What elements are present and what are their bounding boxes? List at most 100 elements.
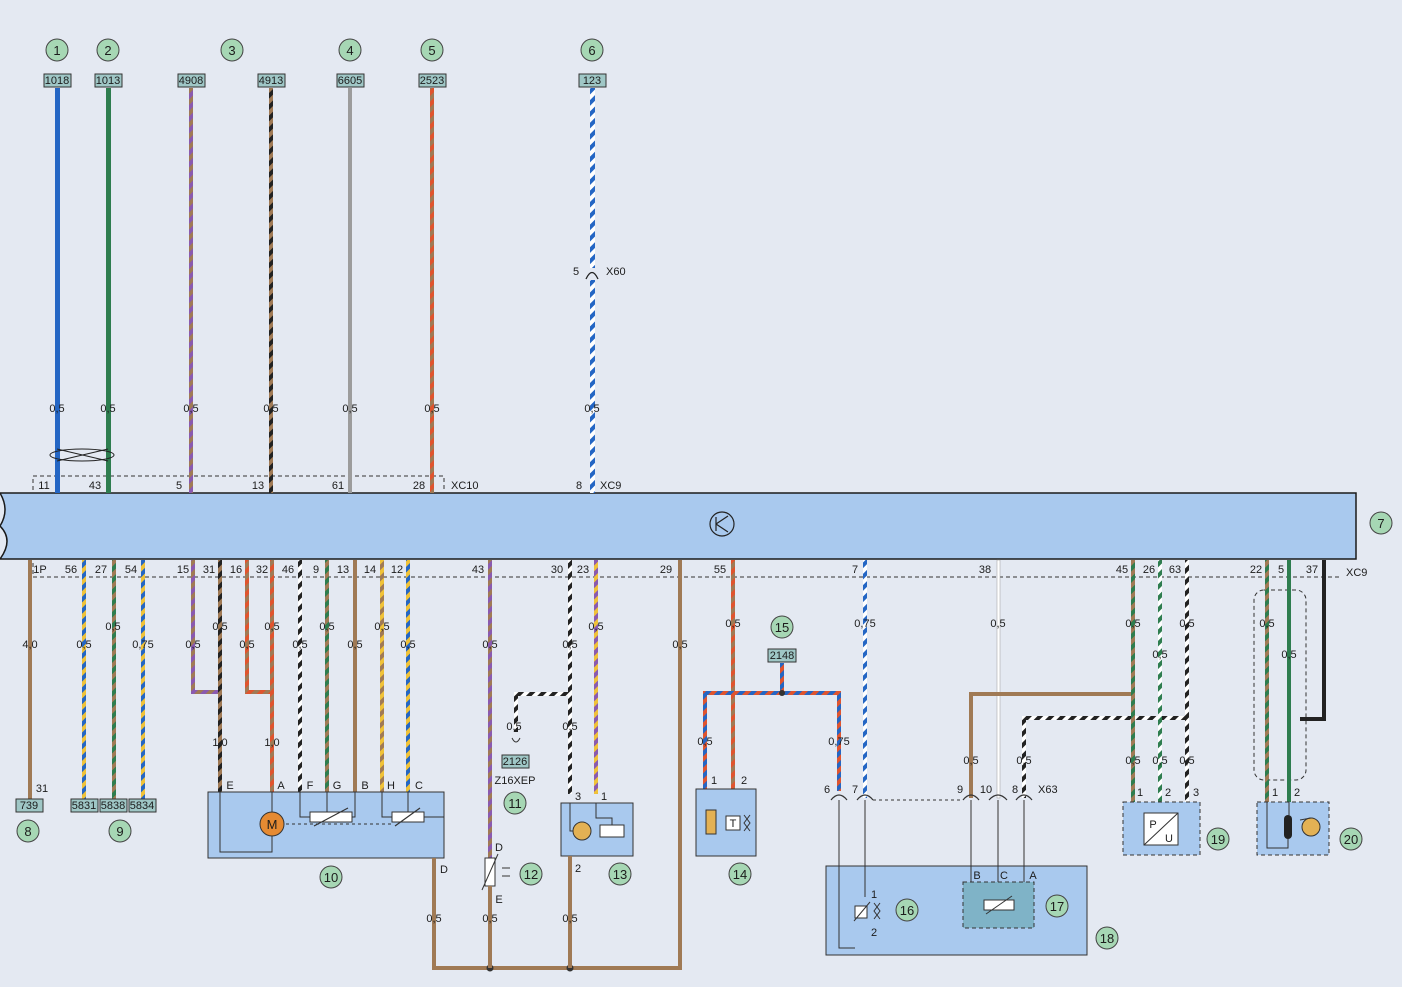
svg-text:2: 2 (1294, 787, 1300, 799)
svg-text:X63: X63 (1038, 784, 1058, 796)
svg-text:2: 2 (1165, 787, 1171, 799)
connector-xc9-bottom: XC9 (1346, 567, 1367, 579)
top-wire-4: 4913 0,5 13 (252, 73, 286, 493)
svg-text:0,5: 0,5 (697, 736, 712, 748)
svg-text:3: 3 (575, 791, 581, 803)
component-19: 0,5 0,5 0,5 0,5 0,5 0,5 1 2 3 P U 19 (1122, 560, 1230, 856)
svg-text:29: 29 (660, 564, 672, 576)
svg-text:1: 1 (53, 43, 60, 58)
svg-text:13: 13 (613, 867, 627, 882)
svg-text:0,5: 0,5 (424, 403, 439, 415)
svg-text:31: 31 (36, 783, 48, 795)
svg-text:46: 46 (282, 564, 294, 576)
svg-text:43: 43 (472, 564, 484, 576)
svg-text:0,5: 0,5 (185, 639, 200, 651)
ecu-bus (0, 492, 1357, 560)
svg-text:12: 12 (524, 867, 538, 882)
svg-text:19: 19 (1211, 832, 1225, 847)
svg-text:1: 1 (711, 775, 717, 787)
svg-text:27: 27 (95, 564, 107, 576)
svg-text:E: E (495, 894, 502, 906)
svg-text:5838: 5838 (101, 800, 125, 812)
svg-text:43: 43 (89, 480, 101, 492)
svg-text:1018: 1018 (45, 75, 69, 87)
top-wire-5: 5 2523 0,5 28 (413, 38, 447, 493)
svg-text:45: 45 (1116, 564, 1128, 576)
svg-text:0,5: 0,5 (1179, 618, 1194, 630)
svg-text:10: 10 (980, 784, 992, 796)
svg-text:2: 2 (741, 775, 747, 787)
svg-text:26: 26 (1143, 564, 1155, 576)
svg-text:18: 18 (1100, 931, 1114, 946)
svg-text:0,5: 0,5 (100, 403, 115, 415)
svg-text:M: M (267, 817, 278, 832)
component-14: 0,5 0,5 0,75 2148 15 1 2 T 14 (695, 560, 850, 886)
svg-text:E: E (226, 780, 233, 792)
svg-text:0,5: 0,5 (482, 639, 497, 651)
svg-text:0,5: 0,5 (1281, 649, 1296, 661)
component-13: 0,5 0,5 0,5 0,5 2126 Z16XEP 11 3 1 2 0,5… (495, 560, 634, 968)
svg-text:0,5: 0,5 (1259, 618, 1274, 630)
svg-text:0,5: 0,5 (76, 639, 91, 651)
svg-text:13: 13 (252, 480, 264, 492)
svg-text:0,5: 0,5 (183, 403, 198, 415)
svg-text:2148: 2148 (770, 650, 794, 662)
d-wire: 0,5 (426, 858, 682, 972)
svg-text:0,5: 0,5 (105, 621, 120, 633)
connector-xc10: XC10 (451, 480, 479, 492)
svg-text:5: 5 (1278, 564, 1284, 576)
svg-text:4913: 4913 (259, 75, 283, 87)
svg-text:H: H (387, 780, 395, 792)
callout-7 (1369, 511, 1393, 535)
svg-text:0,5: 0,5 (347, 639, 362, 651)
svg-text:2126: 2126 (503, 756, 527, 768)
svg-text:0,5: 0,5 (212, 621, 227, 633)
svg-text:0,5: 0,5 (562, 913, 577, 925)
svg-text:0,5: 0,5 (263, 403, 278, 415)
svg-text:0,5: 0,5 (990, 618, 1005, 630)
svg-text:8: 8 (576, 480, 582, 492)
svg-text:D: D (440, 864, 448, 876)
svg-text:37: 37 (1306, 564, 1318, 576)
svg-text:0,5: 0,5 (239, 639, 254, 651)
svg-text:0,5: 0,5 (319, 621, 334, 633)
svg-text:1,0: 1,0 (212, 737, 227, 749)
svg-text:14: 14 (733, 867, 747, 882)
svg-text:7: 7 (852, 784, 858, 796)
svg-text:0,5: 0,5 (482, 913, 497, 925)
svg-text:2: 2 (104, 43, 111, 58)
svg-text:0,5: 0,5 (506, 721, 521, 733)
top-wire-3: 3 4908 0,5 5 (176, 38, 244, 493)
svg-text:B: B (973, 870, 980, 882)
svg-text:F: F (307, 780, 314, 792)
svg-text:3: 3 (1193, 787, 1199, 799)
svg-text:G: G (333, 780, 342, 792)
svg-text:C: C (415, 780, 423, 792)
svg-text:Z16XEP: Z16XEP (495, 775, 536, 787)
svg-text:0,5: 0,5 (49, 403, 64, 415)
svg-text:16: 16 (230, 564, 242, 576)
svg-text:15: 15 (775, 620, 789, 635)
component-10: E A F G B H C D M 10 (207, 780, 448, 889)
svg-text:7: 7 (852, 564, 858, 576)
svg-text:20: 20 (1344, 832, 1358, 847)
svg-text:0,5: 0,5 (725, 618, 740, 630)
svg-text:9: 9 (957, 784, 963, 796)
svg-text:5: 5 (573, 266, 579, 278)
svg-text:T: T (730, 818, 737, 830)
top-wire-6: 6 123 5 X60 0,5 8 (573, 38, 626, 493)
svg-text:P: P (1149, 819, 1156, 831)
top-wire-1: 1 1018 0,5 11 (38, 38, 72, 493)
svg-text:0,5: 0,5 (562, 639, 577, 651)
component-10-wires: 0,5 0,5 0,5 0,5 0,5 0,5 0,5 0,5 0,5 1,0 … (185, 560, 416, 792)
svg-text:30: 30 (551, 564, 563, 576)
svg-text:56: 56 (65, 564, 77, 576)
svg-text:6: 6 (824, 784, 830, 796)
svg-text:11: 11 (38, 480, 49, 492)
svg-text:B: B (361, 780, 368, 792)
svg-text:0,5: 0,5 (1152, 755, 1167, 767)
svg-text:0,5: 0,5 (562, 721, 577, 733)
svg-text:1: 1 (871, 889, 877, 901)
component-18: 0,75 0,5 0,5 0,5 6 7 9 10 8 X63 1 2 16 B… (824, 559, 1187, 956)
